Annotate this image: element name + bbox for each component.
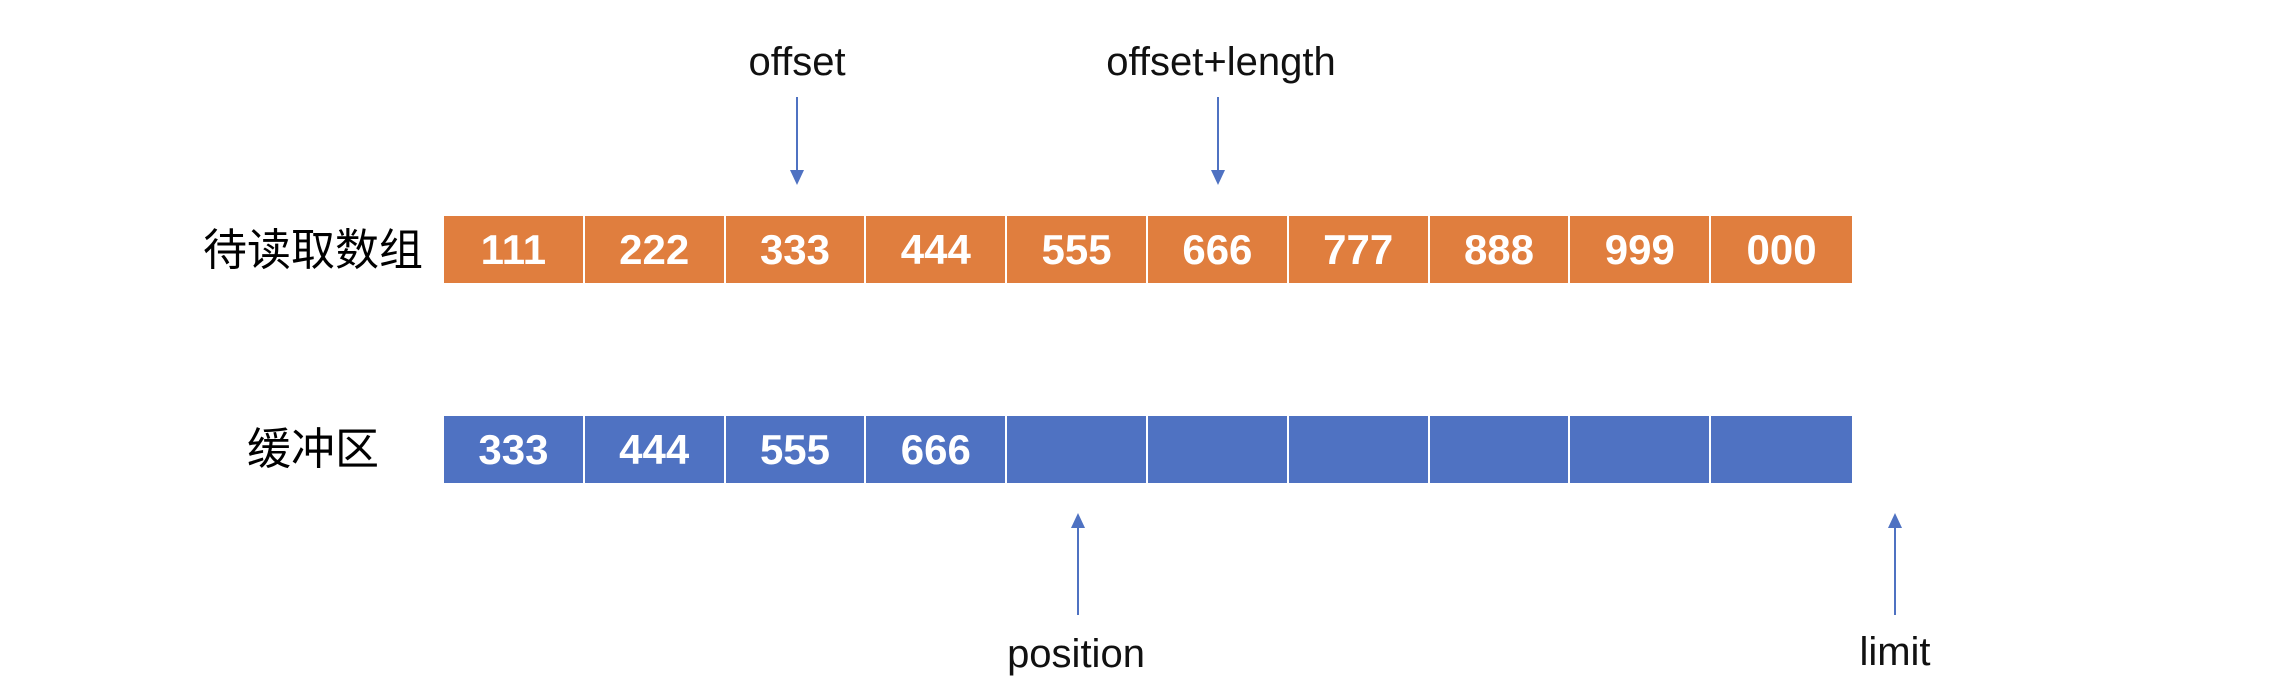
source-array: 111 222 333 444 555 666 777 888 999 000	[444, 216, 1852, 283]
source-cell: 000	[1711, 216, 1852, 283]
limit-label: limit	[1859, 630, 1931, 674]
source-cell: 555	[1007, 216, 1148, 283]
source-cell: 999	[1570, 216, 1712, 283]
buffer-label: 缓冲区	[247, 424, 379, 475]
offset-arrow	[790, 97, 804, 185]
offset-length-label: offset+length	[1106, 40, 1336, 84]
source-cell: 666	[1147, 216, 1289, 283]
buffer-cell	[1570, 416, 1712, 483]
source-cell: 222	[584, 216, 726, 283]
buffer-cell	[1147, 416, 1289, 483]
buffer-array: 333 444 555 666	[444, 416, 1852, 483]
source-array-label: 待读取数组	[203, 225, 423, 276]
buffer-cell	[1711, 416, 1852, 483]
limit-arrow	[1888, 513, 1902, 615]
position-arrow	[1071, 513, 1085, 615]
buffer-cell: 555	[725, 416, 867, 483]
source-cell: 333	[725, 216, 867, 283]
source-cell: 444	[866, 216, 1008, 283]
source-cell: 111	[444, 216, 585, 283]
buffer-cell: 333	[444, 416, 585, 483]
buffer-cell	[1288, 416, 1430, 483]
buffer-cell: 666	[866, 416, 1008, 483]
offset-length-arrow	[1211, 97, 1225, 185]
position-label: position	[1007, 632, 1145, 676]
buffer-cell	[1429, 416, 1571, 483]
buffer-cell	[1007, 416, 1148, 483]
buffer-cell: 444	[584, 416, 726, 483]
source-cell: 777	[1288, 216, 1430, 283]
source-cell: 888	[1429, 216, 1571, 283]
offset-label: offset	[748, 40, 846, 84]
